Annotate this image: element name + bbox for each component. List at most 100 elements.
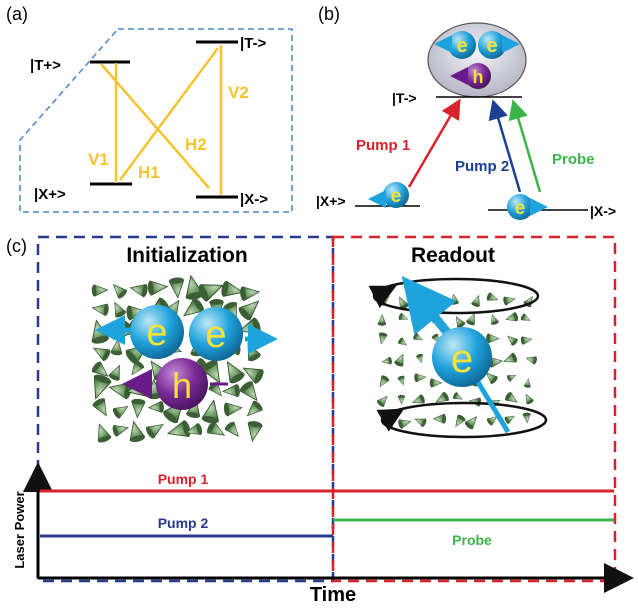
nuclear-spin-cone-icon [522, 412, 531, 424]
pump2-trace-label: Pump 2 [158, 515, 209, 531]
nuclear-spin-cone-icon [185, 422, 203, 436]
nuclear-spin-cone-icon [126, 305, 147, 321]
nuclear-spin-cone-icon [201, 360, 221, 384]
nuclear-spin-cone-icon [108, 364, 120, 381]
label-v1: V1 [88, 150, 109, 169]
nuclear-spin-cone-icon [377, 313, 387, 326]
probe-trace-label: Probe [452, 532, 492, 548]
label-t-minus: |T-> [240, 35, 267, 52]
nuclear-spin-cone-icon [486, 292, 499, 301]
nuclear-spin-cone-icon [505, 391, 518, 403]
hole-label: h [172, 365, 192, 406]
nuclear-spin-cone-icon [411, 394, 425, 404]
nuclear-spin-cone-icon [450, 293, 459, 305]
hole-icon [156, 358, 208, 410]
electron-icon [478, 31, 506, 59]
precession-arrow-bottom [376, 408, 405, 432]
readout-frame [331, 235, 617, 583]
nuclear-spin-cone-icon [376, 395, 388, 407]
nuclear-spin-cone-icon [112, 425, 129, 437]
nuclear-spin-cone-icon [240, 286, 261, 302]
electron-label: e [205, 314, 226, 356]
nuclear-spin-cone-icon [505, 311, 519, 322]
nuclear-spin-cone-icon [523, 378, 531, 388]
nuclear-spin-cone-icon [114, 301, 127, 318]
nuclear-spin-cone-icon [91, 361, 109, 377]
initialization-frame [36, 235, 335, 583]
nuclear-spin-cone-icon [397, 375, 405, 386]
nuclear-spin-cone-icon [129, 420, 146, 443]
electron-icon [383, 182, 409, 208]
nuclear-spin-cone-icon [432, 413, 447, 424]
nuclear-spin-cone-icon [223, 402, 243, 417]
nuclear-spin-cone-icon [247, 421, 263, 442]
nuclear-spin-cone-icon [504, 415, 515, 424]
x-axis-label: Time [310, 584, 356, 606]
electron-icon [448, 31, 476, 59]
label-x-minus-b: |X-> [590, 203, 616, 219]
electron-icon [189, 307, 243, 361]
panel-b-label: (b) [318, 4, 340, 24]
nuclear-spin-cone-icon [398, 337, 408, 346]
electron-label: e [391, 186, 402, 207]
nuclear-spin-cone-icon [453, 392, 463, 400]
nuclear-spin-cone-icon [429, 378, 443, 388]
label-v2: V2 [228, 83, 249, 102]
nuclear-spin-cone-icon [238, 300, 260, 321]
nuclear-spin-cone-icon [415, 315, 428, 329]
electron-label: e [146, 312, 167, 354]
nuclear-spin-cone-icon [221, 280, 244, 297]
nuclear-spin-cone-icon [435, 391, 449, 403]
nuclear-spin-cone-icon [520, 336, 533, 345]
electron-label: e [451, 337, 473, 381]
nuclear-spin-cone-icon [97, 423, 112, 443]
nuclear-spin-cone-icon [525, 356, 537, 365]
nuclear-spin-cone-icon [398, 312, 409, 320]
electron-label: e [515, 198, 526, 219]
nuclear-spin-cone-icon [466, 312, 475, 326]
label-h2: H2 [185, 135, 207, 154]
nuclear-spin-cone-icon [507, 335, 518, 346]
nuclear-spin-cone-icon [201, 399, 220, 424]
panel-a-diagram: |T+> |T-> |X+> |X-> V1 H1 H2 V2 [19, 28, 293, 213]
precession-ring-top [372, 277, 540, 315]
nuclear-spin-cone-icon [397, 394, 406, 405]
nuclear-spin-cone-icon [485, 372, 498, 384]
nuclear-spin-cone-icon [464, 416, 478, 430]
nuclear-spin-cone-icon [414, 373, 427, 383]
nuclear-spin-cone-icon [92, 398, 107, 417]
nuclear-spin-cone-icon [168, 277, 185, 299]
panel-c-diagram: Initialization Readout Initialization e … [12, 235, 634, 606]
nuclear-spin-cone-icon [91, 284, 109, 297]
nuclear-spin-cone-icon [503, 296, 516, 306]
nuclear-spin-cone-icon [247, 342, 261, 362]
label-x-minus: |X-> [240, 191, 268, 208]
nuclear-spin-cone-icon [525, 393, 534, 405]
nuclear-spin-cone-icon [112, 284, 128, 299]
label-h1: H1 [138, 163, 160, 182]
nuclear-spin-cone-icon [378, 332, 388, 345]
nuclear-spin-cone-icon [436, 295, 447, 304]
nuclear-spin-cone-icon [93, 347, 111, 362]
nuclear-spin-cone-icon [398, 419, 412, 429]
transition-h2 [100, 63, 210, 189]
nuclear-spin-cone-icon [239, 381, 258, 402]
nuclear-spin-cone-icon [246, 400, 263, 417]
nuclear-spin-cone-icon [520, 313, 531, 321]
pump2-beam-arrow [488, 99, 522, 193]
nuclear-spin-cone-icon [145, 423, 164, 439]
nuclear-spin-cone-icon [91, 303, 109, 317]
readout-title: Readout [411, 244, 495, 267]
label-pump2-b: Pump 2 [455, 158, 509, 175]
electron-icon [130, 305, 184, 359]
nuclear-spin-cone-icon [416, 353, 423, 364]
nuclear-spin-cone-icon [224, 421, 239, 437]
nuclear-spin-cone-icon [394, 353, 404, 367]
label-x-plus: |X+> [34, 186, 66, 203]
label-probe-b: Probe [552, 151, 595, 168]
nuclear-spin-cone-icon [503, 352, 517, 363]
hole-icon [465, 63, 491, 89]
y-axis-label: Laser Power [12, 491, 27, 568]
nuclear-spin-cone-icon [131, 398, 146, 419]
